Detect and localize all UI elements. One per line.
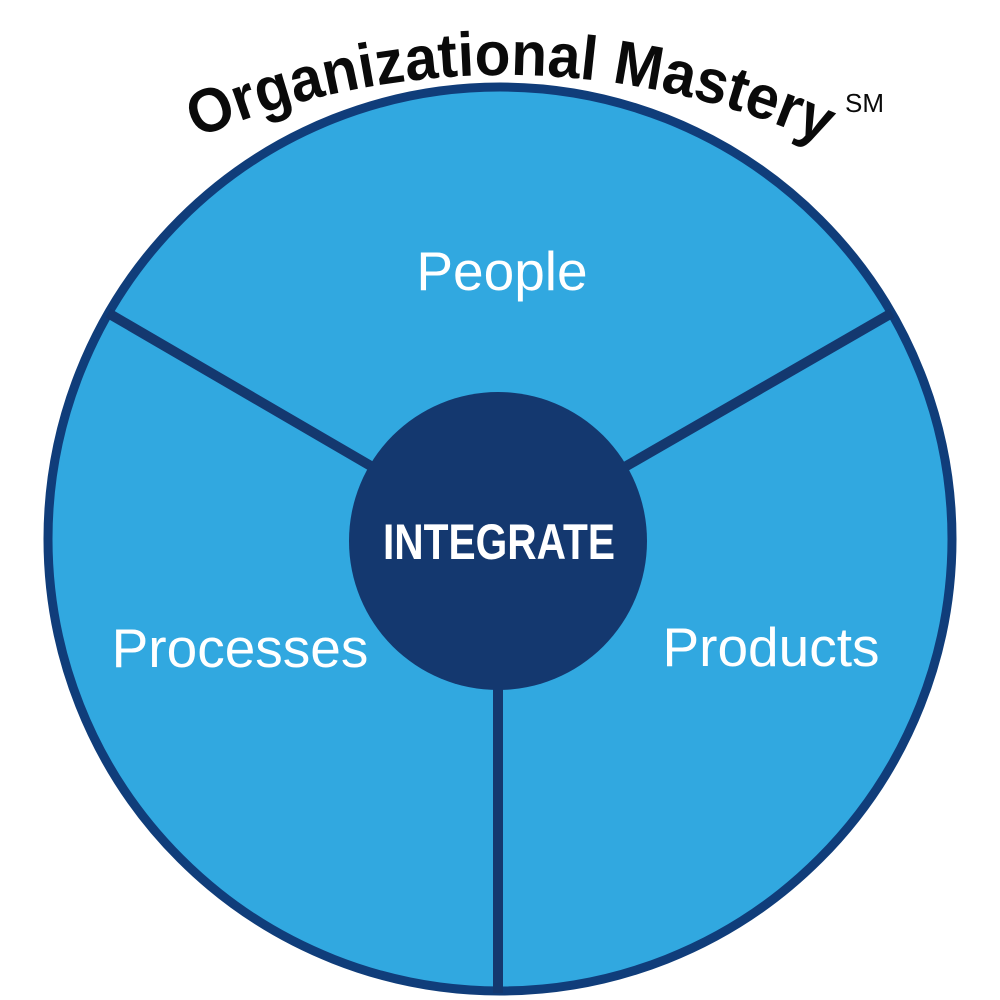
center-label: INTEGRATE <box>383 514 615 570</box>
service-mark-label: SM <box>845 88 884 118</box>
segment-label-products: Products <box>662 616 879 678</box>
segment-label-processes: Processes <box>112 617 369 679</box>
center-circle <box>349 392 647 690</box>
segment-label-people: People <box>416 240 587 302</box>
